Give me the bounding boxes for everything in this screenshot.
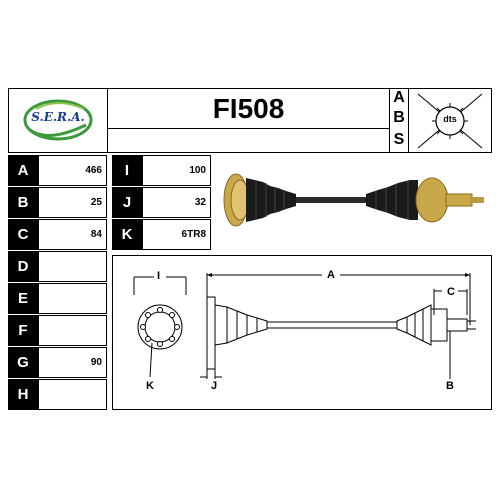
dim-label-a: A: [327, 269, 335, 281]
abs-letter-s: S: [393, 131, 405, 148]
spec-value-d: [38, 251, 107, 282]
spec-value-c: 84: [38, 219, 107, 250]
dts-label: dts: [443, 114, 457, 124]
spec-letter-g: G: [8, 347, 38, 378]
spec-value-f: [38, 315, 107, 346]
spec-letter-f: F: [8, 315, 38, 346]
brand-text: S.E.R.A.: [31, 110, 85, 124]
dim-label-j: J: [211, 380, 218, 392]
spec-letter-a: A: [8, 155, 38, 186]
spec-letter-c: C: [8, 219, 38, 250]
spec-value-a: 466: [38, 155, 107, 186]
spec-letter-j: J: [112, 187, 142, 218]
spec-value-i: 100: [142, 155, 211, 186]
header-divider: [107, 128, 390, 129]
part-number-title: FI508: [212, 92, 285, 124]
spec-value-b: 25: [38, 187, 107, 218]
spec-letter-b: B: [8, 187, 38, 218]
dim-label-k: K: [146, 380, 154, 392]
abs-letter-b: B: [393, 109, 405, 126]
dim-label-c: C: [447, 286, 455, 298]
spec-letter-k: K: [112, 219, 142, 250]
dim-label-i: I: [157, 270, 161, 282]
header-abs-cell: [389, 88, 492, 153]
sera-logo: [23, 99, 93, 141]
technical-diagram: [112, 255, 492, 410]
abs-ring-icon: [417, 93, 483, 149]
abs-divider: [408, 88, 409, 153]
spec-value-h: [38, 379, 107, 410]
spec-value-g: 90: [38, 347, 107, 378]
abs-letter-a: A: [393, 89, 405, 106]
spec-value-e: [38, 283, 107, 314]
dim-label-b: B: [446, 380, 454, 392]
spec-value-j: 32: [142, 187, 211, 218]
spec-letter-e: E: [8, 283, 38, 314]
spec-letter-d: D: [8, 251, 38, 282]
spec-letter-i: I: [112, 155, 142, 186]
drive-shaft-photo: [223, 173, 484, 227]
spec-value-k: 6TR8: [142, 219, 211, 250]
spec-letter-h: H: [8, 379, 38, 410]
